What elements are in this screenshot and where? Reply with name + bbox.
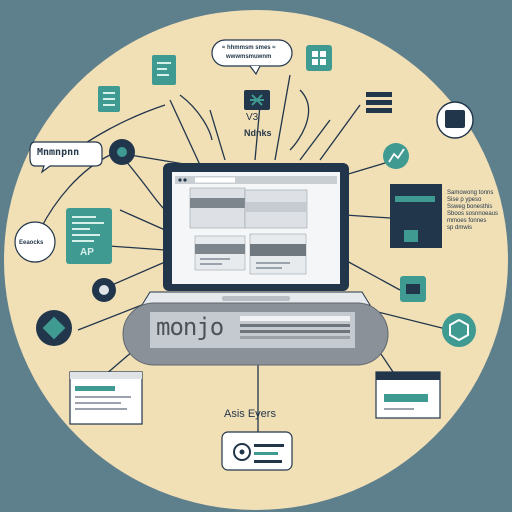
window-icon-pane: [320, 51, 326, 57]
right-text-line: Ssweg bonesthis: [447, 204, 493, 210]
hexagon-icon: [442, 313, 476, 347]
browser-toolbar: [175, 176, 337, 184]
window-icon-pane: [320, 59, 326, 65]
server-line: [103, 98, 115, 100]
base-panel-strip: [240, 330, 350, 333]
base-logo: monjo: [156, 313, 224, 341]
left-speech-bubble: [29, 141, 103, 174]
mini-window-line: [75, 408, 127, 410]
tool-line: [254, 452, 278, 455]
touchpad: [222, 296, 290, 301]
right-text-block: Samowong tonns Sise p ypeso Ssweg bonest…: [447, 190, 511, 232]
tool-tray: [221, 431, 293, 471]
robot-icon-glyph: [445, 110, 465, 128]
base-panel-strip: [240, 324, 350, 327]
top-speech-bubble: [211, 39, 293, 67]
tool-line: [254, 460, 282, 463]
browser-urlbar: [195, 177, 235, 183]
left-bubble-label: Mnmnpnn: [37, 147, 80, 158]
mini-window-line: [384, 408, 414, 410]
right-text-line: Samowong tonns: [447, 190, 494, 196]
notes-label: Ndnks: [244, 128, 272, 138]
stack-bar: [366, 108, 392, 113]
version-label: V3: [246, 112, 259, 123]
code-line: [72, 216, 96, 218]
document-line: [157, 62, 171, 64]
right-text-line: mmoes fonnes: [447, 218, 487, 224]
settings-icon-core: [117, 147, 127, 157]
window-icon-pane: [312, 59, 318, 65]
base-panel-strip: [240, 316, 350, 321]
laptop: [141, 163, 371, 306]
top-bubble-line: wwwmsmuwnm: [226, 54, 272, 60]
code-line: [72, 240, 94, 242]
document-line: [157, 74, 169, 76]
right-text-line: Sise p ypeso: [447, 197, 482, 203]
bubble-tail: [249, 65, 261, 76]
left-circle-badge: [14, 221, 56, 263]
network-icon-glyph: [250, 94, 264, 106]
mini-window-line: [75, 402, 121, 404]
mini-window-bar: [75, 386, 115, 391]
code-line: [72, 234, 100, 236]
window-icon: [306, 45, 332, 71]
code-line: [72, 222, 104, 224]
window-icon-pane: [312, 51, 318, 57]
window-pane-header: [245, 202, 307, 212]
mini-window-bar: [384, 394, 428, 402]
window-pane-header: [195, 244, 245, 254]
stack-bar: [366, 92, 392, 97]
window-pane-header: [190, 198, 245, 208]
text-line: [200, 258, 230, 260]
left-circle-label: Eeaocks: [19, 240, 44, 246]
hexagon-icon-glyph: [449, 318, 469, 342]
gear-icon: [233, 443, 251, 461]
top-bubble-line: ≈ hhmmsm smes ≈: [222, 45, 276, 51]
right-text-line: sp dmwis: [447, 225, 473, 231]
window-pane-header: [250, 244, 306, 256]
base-panel-strip: [240, 336, 350, 339]
code-line: [72, 228, 90, 230]
text-line: [256, 267, 282, 269]
text-line: [200, 263, 222, 265]
chart-icon-glyph: [388, 148, 405, 163]
folder-icon-glyph: [406, 284, 420, 294]
layers-icon-core: [99, 285, 109, 295]
server-line: [103, 104, 115, 106]
document-line: [157, 68, 167, 70]
info-panel-badge: [404, 230, 418, 242]
info-panel-bar: [395, 196, 435, 202]
mini-window-toolbar: [376, 372, 440, 380]
left-panel-bottom-label: AP: [80, 247, 94, 258]
mini-window-toolbar: [70, 372, 142, 379]
bottom-caption: Asis Eyers: [224, 408, 276, 420]
browser-dot: [183, 178, 187, 182]
right-text-line: Sboos sosnnoeaus: [447, 211, 499, 217]
gear-icon-core: [239, 449, 245, 455]
stack-bar: [366, 100, 392, 105]
mini-window-line: [75, 396, 131, 398]
text-line: [256, 262, 290, 264]
browser-dot: [178, 178, 182, 182]
server-line: [103, 92, 115, 94]
tool-line: [254, 444, 284, 447]
